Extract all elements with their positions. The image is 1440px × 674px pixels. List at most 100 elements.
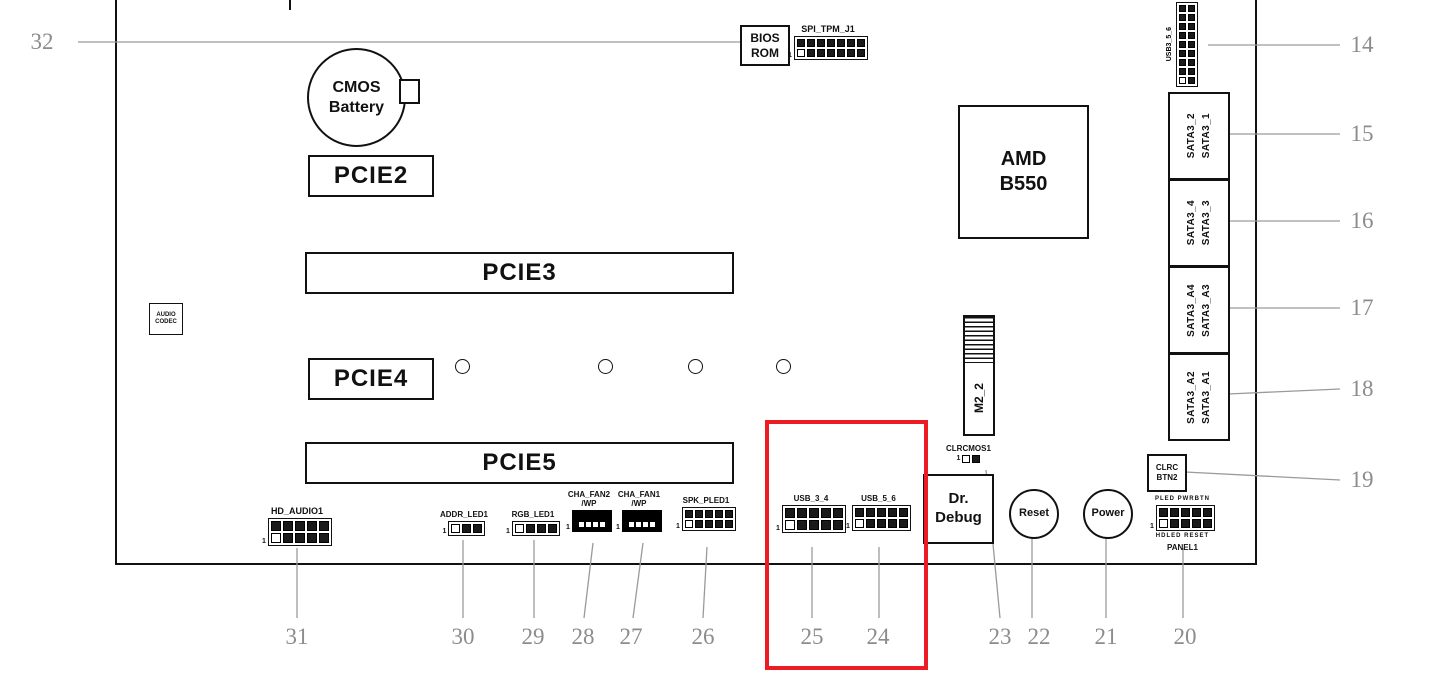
usb-5-6-header: USB_5_6 1 <box>846 494 911 532</box>
power-label: Power <box>1091 507 1125 520</box>
chipset-label: AMD B550 <box>999 148 1048 195</box>
usb-5-6-pins <box>851 505 911 532</box>
audio-codec-label: AUDIO CODEC <box>155 311 177 326</box>
pin1-marker: 1 <box>776 525 780 533</box>
addr-led1-pin-row: 1 <box>442 521 486 537</box>
sata-port-label: SATA3_4 <box>1186 200 1197 246</box>
spi-tpm-header: SPI_TPM_J1 1 <box>788 24 868 61</box>
callout-24: 24 <box>866 624 890 649</box>
pin1-marker: 1 <box>788 52 792 60</box>
callout-30: 30 <box>451 624 475 649</box>
sata-port-label: SATA3_2 <box>1186 113 1197 159</box>
reset-button: Reset <box>1009 489 1059 539</box>
callout-27: 27 <box>619 624 643 649</box>
panel1-bottom-label: HDLED RESET <box>1155 532 1210 539</box>
pin1-marker: 1 <box>676 523 680 531</box>
sata-port-label: SATA3_3 <box>1201 200 1212 246</box>
bios-rom-chip: BIOS ROM <box>740 25 790 66</box>
mounting-hole <box>598 359 613 374</box>
callout-19: 19 <box>1350 467 1374 492</box>
pcie3-label: PCIE3 <box>482 259 557 286</box>
callout-14: 14 <box>1350 32 1374 57</box>
red-highlight-box <box>765 420 928 670</box>
cmos-battery: CMOS Battery <box>307 48 406 147</box>
callout-28: 28 <box>571 624 595 649</box>
panel1-name-label: PANEL1 <box>1166 542 1198 552</box>
mounting-hole <box>776 359 791 374</box>
sata-port-label: SATA3_A2 <box>1186 370 1197 424</box>
sata-port-label: SATA3_1 <box>1201 113 1212 159</box>
addr-led1-label: ADDR_LED1 <box>440 510 489 519</box>
clrc-btn2-label: CLRC BTN2 <box>1155 462 1179 482</box>
mounting-hole <box>455 359 470 374</box>
mounting-hole <box>688 359 703 374</box>
callout-16: 16 <box>1350 208 1374 233</box>
callout-22: 22 <box>1027 624 1051 649</box>
spi-tpm-pin-row: 1 <box>788 36 868 61</box>
sata3-a2-a1-ports: SATA3_A2 SATA3_A1 <box>1168 353 1230 441</box>
panel1-pin-row: 1 <box>1150 504 1215 531</box>
callout-21: 21 <box>1094 624 1118 649</box>
reset-label: Reset <box>1019 507 1049 520</box>
callout-20: 20 <box>1173 624 1197 649</box>
addr-led1-header: ADDR_LED1 1 <box>440 510 489 537</box>
sata-port-label: SATA3_A3 <box>1201 283 1212 337</box>
cha-fan2-header: CHA_FAN2 /WP 1 <box>566 490 612 533</box>
power-button: Power <box>1083 489 1133 539</box>
m2-label-area: M2_2 <box>972 363 987 434</box>
pin1-marker: 1 <box>1150 522 1154 530</box>
usb-3-4-pin-row: 1 <box>776 505 846 534</box>
usb-5-6-label: USB_5_6 <box>861 494 896 503</box>
sata3-4-3-ports: SATA3_4 SATA3_3 <box>1168 179 1230 267</box>
panel1-pins <box>1155 504 1215 531</box>
sata-port-label: SATA3_A4 <box>1186 283 1197 337</box>
usb3-5-6-label: USB3_5_6 <box>1166 27 1173 62</box>
pin1-marker: 1 <box>442 528 447 536</box>
pin1-marker: 1 <box>506 528 510 536</box>
rgb-led1-pin-row: 1 <box>506 521 560 537</box>
hd-audio1-header: HD_AUDIO1 1 <box>262 506 332 547</box>
usb-3-4-label: USB_3_4 <box>793 494 829 503</box>
pcie2-label: PCIE2 <box>333 162 409 189</box>
callout-32: 32 <box>30 29 54 54</box>
usb-3-4-pins <box>781 505 846 534</box>
board-outline <box>115 0 1257 565</box>
sata-port-label: SATA3_A1 <box>1201 370 1212 424</box>
cmos-battery-clip <box>399 79 420 104</box>
cha-fan1-pin-row: 1 <box>616 510 662 533</box>
usb3-5-6-pins <box>1176 2 1198 87</box>
pcie5-label: PCIE5 <box>482 449 557 476</box>
leader-line-26 <box>702 546 708 619</box>
leader-line-28 <box>583 542 594 619</box>
callout-29: 29 <box>521 624 545 649</box>
cmos-battery-label: CMOS Battery <box>328 78 385 116</box>
spk-pled1-pin-row: 1 <box>676 507 736 532</box>
dr-debug-label: Dr. Debug <box>935 490 982 526</box>
rgb-led1-header: RGB_LED1 1 <box>506 510 560 537</box>
cha-fan2-pin-row: 1 <box>566 510 612 533</box>
callout-15: 15 <box>1350 121 1374 146</box>
dr-debug-display: Dr. Debug <box>923 474 994 544</box>
m2-2-slot: M2_2 <box>963 315 995 436</box>
sata3-2-1-ports: SATA3_2 SATA3_1 <box>1168 92 1230 180</box>
usb3-5-6-header: USB3_5_6 <box>1166 2 1198 87</box>
cha-fan1-pins <box>621 510 662 533</box>
rgb-led1-label: RGB_LED1 <box>511 510 555 519</box>
panel1-top-label: PLED PWRBTN <box>1154 496 1210 502</box>
pin1-marker: 1 <box>956 455 961 463</box>
callout-26: 26 <box>691 624 715 649</box>
pin1-marker: 1 <box>262 538 266 546</box>
spk-pled1-header: SPK_PLED1 1 <box>676 496 736 532</box>
pcie4-slot: PCIE4 <box>308 358 434 400</box>
rgb-led1-pins <box>511 521 560 537</box>
spk-pled1-pins <box>681 507 736 532</box>
usb-3-4-header: USB_3_4 1 <box>776 494 846 534</box>
hd-audio1-pin-row: 1 <box>262 518 332 547</box>
hd-audio1-label: HD_AUDIO1 <box>270 506 323 516</box>
clrc-btn2: CLRC BTN2 <box>1147 454 1187 492</box>
m2-label: M2_2 <box>971 383 986 414</box>
spi-tpm-pins <box>793 36 868 61</box>
pin1-marker: 1 <box>566 524 570 532</box>
spk-pled1-label: SPK_PLED1 <box>682 496 730 505</box>
